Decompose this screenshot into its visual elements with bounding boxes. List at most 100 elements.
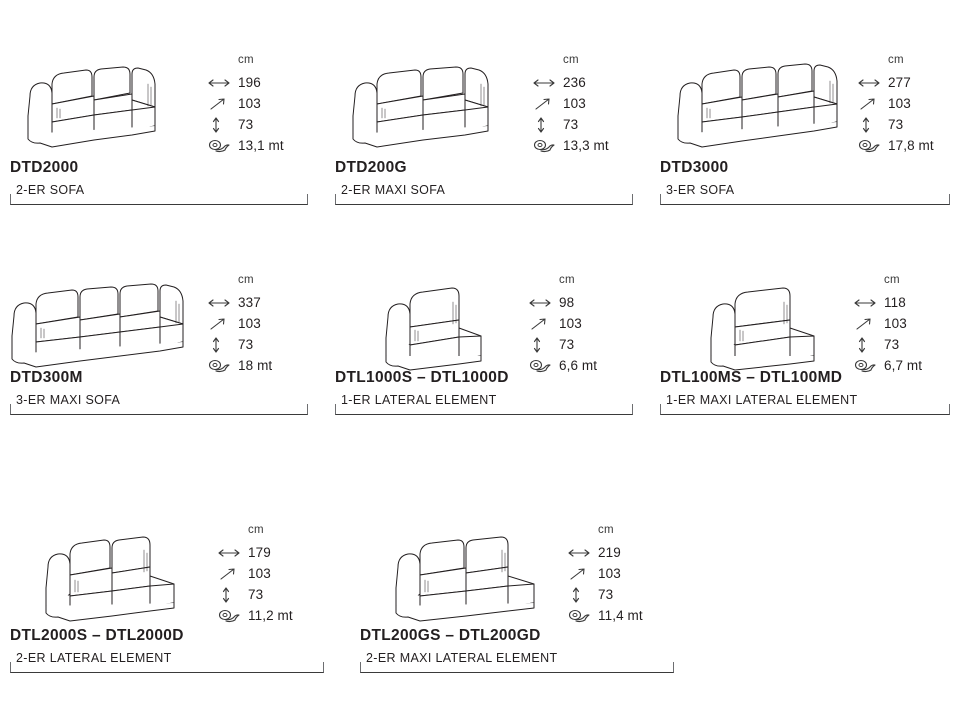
spec-value-fabric: 11,4 mt <box>598 607 643 623</box>
spec-row-width: 98 <box>529 294 597 312</box>
spec-row-fabric: 17,8 mt <box>858 137 934 155</box>
depth-arrow-icon <box>854 317 884 331</box>
caption-rule <box>335 403 633 415</box>
spec-unit-label: cm <box>888 54 904 66</box>
caption-rule <box>660 403 950 415</box>
product-code: DTD300M <box>10 369 83 386</box>
depth-arrow-icon <box>533 97 563 111</box>
height-arrow-icon <box>533 116 563 134</box>
height-arrow-icon <box>858 116 888 134</box>
spec-value-height: 73 <box>559 336 575 352</box>
spec-value-fabric: 17,8 mt <box>888 137 934 153</box>
spec-unit-label: cm <box>559 274 575 286</box>
product-description-wrap: 3-ER SOFA <box>660 183 950 205</box>
spec-row-height: 73 <box>208 116 284 134</box>
spec-row-width: 179 <box>218 544 293 562</box>
product-code: DTL200GS – DTL200GD <box>360 627 541 644</box>
spec-list: cm 277 103 73 <box>858 54 934 158</box>
spec-row-depth: 103 <box>529 315 597 333</box>
spec-value-fabric: 18 mt <box>238 357 273 373</box>
product-drawing <box>22 60 172 150</box>
spec-unit-label: cm <box>563 54 579 66</box>
spec-unit-label: cm <box>598 524 614 536</box>
product-drawing <box>672 60 852 150</box>
fabric-roll-icon <box>854 358 884 374</box>
spec-row-width: 236 <box>533 74 609 92</box>
fabric-roll-icon <box>533 138 563 154</box>
depth-arrow-icon <box>568 567 598 581</box>
spec-value-depth: 103 <box>248 565 271 581</box>
spec-value-fabric: 13,1 mt <box>238 137 284 153</box>
width-arrow-icon <box>854 298 884 308</box>
product-description: 3-ER SOFA <box>666 182 735 197</box>
fabric-roll-icon <box>218 608 248 624</box>
spec-row-height: 73 <box>568 586 643 604</box>
width-arrow-icon <box>218 548 248 558</box>
spec-value-depth: 103 <box>884 315 907 331</box>
spec-value-fabric: 6,7 mt <box>884 357 923 373</box>
spec-unit-label: cm <box>884 274 900 286</box>
width-arrow-icon <box>208 78 238 88</box>
product-card: cm 236 103 73 <box>325 54 635 205</box>
spec-value-depth: 103 <box>563 95 586 111</box>
spec-value-height: 73 <box>563 116 579 132</box>
spec-row-fabric: 6,7 mt <box>854 357 922 375</box>
spec-row-depth: 103 <box>208 95 284 113</box>
product-caption: DTL200GS – DTL200GD 2-ER MAXI LATERAL EL… <box>360 628 674 673</box>
spec-row-depth: 103 <box>533 95 609 113</box>
product-description: 2-ER LATERAL ELEMENT <box>16 650 172 665</box>
spec-value-fabric: 6,6 mt <box>559 357 598 373</box>
spec-row-depth: 103 <box>568 565 643 583</box>
spec-row-depth: 103 <box>858 95 934 113</box>
caption-rule <box>335 193 633 205</box>
spec-value-width: 219 <box>598 544 621 560</box>
product-drawing <box>705 280 835 371</box>
spec-value-fabric: 13,3 mt <box>563 137 609 153</box>
spec-value-width: 196 <box>238 74 261 90</box>
spec-value-width: 337 <box>238 294 261 310</box>
spec-row-height: 73 <box>529 336 597 354</box>
spec-row-width: 196 <box>208 74 284 92</box>
spec-row-height: 73 <box>854 336 922 354</box>
spec-row-fabric: 11,2 mt <box>218 607 293 625</box>
fabric-roll-icon <box>529 358 559 374</box>
spec-row-depth: 103 <box>218 565 293 583</box>
product-card: cm 337 103 73 <box>0 274 310 425</box>
spec-unit-label: cm <box>238 54 254 66</box>
product-caption: DTD2000 2-ER SOFA <box>10 160 308 205</box>
spec-row-width: 118 <box>854 294 922 312</box>
spec-row-fabric: 11,4 mt <box>568 607 643 625</box>
product-code: DTL1000S – DTL1000D <box>335 369 509 386</box>
spec-value-width: 236 <box>563 74 586 90</box>
product-description-wrap: 1-ER MAXI LATERAL ELEMENT <box>660 393 950 415</box>
product-drawing <box>390 530 560 622</box>
spec-value-height: 73 <box>884 336 900 352</box>
fabric-roll-icon <box>568 608 598 624</box>
width-arrow-icon <box>568 548 598 558</box>
depth-arrow-icon <box>208 97 238 111</box>
fabric-roll-icon <box>208 138 238 154</box>
spec-row-fabric: 13,3 mt <box>533 137 609 155</box>
spec-row-fabric: 13,1 mt <box>208 137 284 155</box>
caption-rule <box>660 193 950 205</box>
product-caption: DTD200G 2-ER MAXI SOFA <box>335 160 633 205</box>
product-card: cm 179 103 73 <box>0 524 330 675</box>
product-card: cm 98 103 73 <box>325 274 635 425</box>
product-description-wrap: 2-ER MAXI SOFA <box>335 183 633 205</box>
spec-value-width: 277 <box>888 74 911 90</box>
spec-list: cm 118 103 73 <box>854 274 922 378</box>
height-arrow-icon <box>208 116 238 134</box>
product-caption: DTD3000 3-ER SOFA <box>660 160 950 205</box>
spec-value-width: 179 <box>248 544 271 560</box>
spec-list: cm 179 103 73 <box>218 524 293 628</box>
spec-list: cm 196 103 73 <box>208 54 284 158</box>
depth-arrow-icon <box>529 317 559 331</box>
spec-row-depth: 103 <box>854 315 922 333</box>
product-description-wrap: 2-ER MAXI LATERAL ELEMENT <box>360 651 674 673</box>
height-arrow-icon <box>568 586 598 604</box>
caption-rule <box>10 403 308 415</box>
fabric-roll-icon <box>858 138 888 154</box>
product-drawing <box>6 280 206 370</box>
product-drawing <box>40 530 200 622</box>
spec-value-height: 73 <box>238 116 254 132</box>
